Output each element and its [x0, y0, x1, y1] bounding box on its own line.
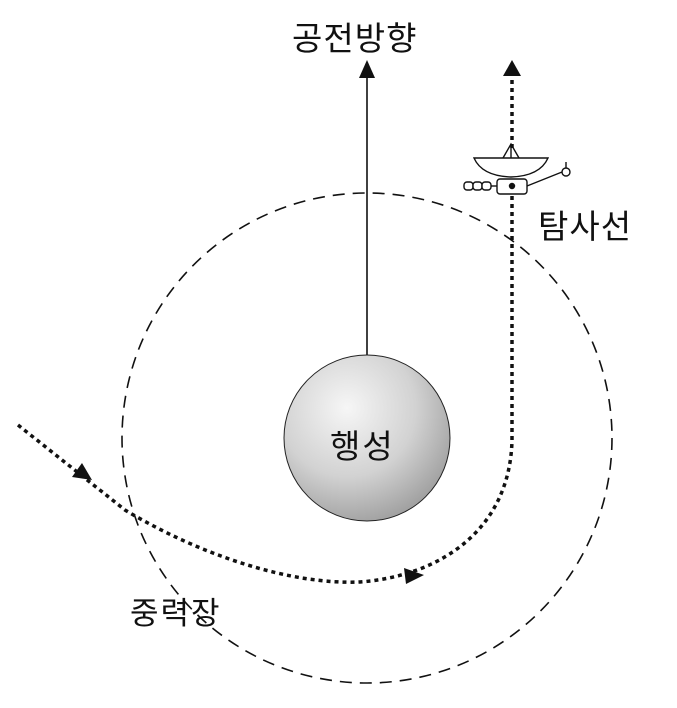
gravity-field-boundary — [121, 192, 613, 684]
gravity-field-label: 중력장 — [130, 596, 222, 632]
trajectory-arrowhead-entry — [72, 463, 92, 480]
planet — [283, 354, 451, 522]
exit-arrowhead — [503, 60, 521, 76]
spacecraft-trajectory — [16, 190, 514, 584]
spacecraft-label: 탐사선 — [538, 207, 633, 246]
trajectory-arrowhead-bottom — [404, 568, 424, 584]
spacecraft-icon — [463, 142, 571, 195]
planet-label: 행성 — [330, 427, 395, 466]
revolution-arrowhead — [359, 60, 375, 78]
revolution-direction-label: 공전방향 — [292, 19, 418, 58]
